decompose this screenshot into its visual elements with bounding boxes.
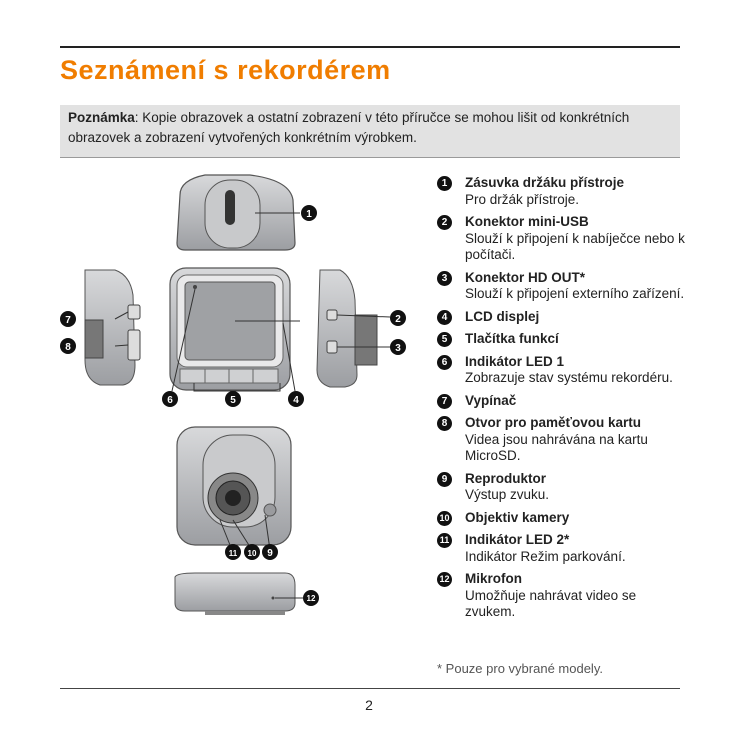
front-view — [176, 426, 292, 551]
top-view — [176, 174, 300, 251]
number-badge: 9 — [437, 471, 452, 487]
svg-text:4: 4 — [293, 395, 299, 406]
number-badge: 2 — [437, 215, 452, 230]
item-title: Tlačítka funkcí — [465, 331, 559, 346]
svg-text:12: 12 — [307, 594, 316, 603]
note-text: : Kopie obrazovek a ostatní zobrazení v … — [68, 110, 630, 145]
callout-10: 10 — [244, 544, 260, 560]
callout-4: 4 — [288, 391, 304, 407]
item-desc: Videa jsou nahrávána na kartu MicroSD. — [465, 431, 648, 464]
callout-7: 7 — [60, 311, 76, 327]
note-label: Poznámka — [68, 110, 135, 125]
callout-1: 1 — [301, 205, 317, 221]
callout-2: 2 — [390, 310, 406, 326]
svg-text:9: 9 — [267, 548, 273, 559]
callout-12: 12 — [303, 590, 319, 606]
svg-text:2: 2 — [395, 314, 401, 325]
list-item: 10 Objektiv kamery — [437, 510, 687, 527]
item-title: Konektor HD OUT* — [465, 269, 586, 285]
page-title: Seznámení s rekordérem — [60, 55, 391, 85]
number-badge: 1 — [437, 176, 452, 191]
callout-8: 8 — [60, 338, 76, 354]
item-title: Konektor mini-USB — [465, 214, 589, 229]
number-badge: 6 — [437, 354, 452, 370]
device-diagram: 1 2 3 4 5 6 7 8 9 10 11 12 — [60, 174, 406, 615]
svg-text:5: 5 — [230, 395, 236, 406]
number-badge: 4 — [437, 309, 452, 325]
callout-9: 9 — [262, 544, 278, 560]
left-side-view — [84, 269, 141, 386]
item-title: LCD displej — [465, 308, 540, 324]
svg-text:3: 3 — [395, 343, 401, 354]
number-badge: 11 — [437, 533, 452, 548]
item-title: Reproduktor — [465, 470, 546, 486]
bottom-view — [174, 572, 303, 615]
number-badge: 8 — [437, 416, 452, 431]
number-badge: 5 — [437, 332, 452, 347]
list-item: 7 Vypínač — [437, 393, 687, 410]
note-box: Poznámka: Kopie obrazovek a ostatní zobr… — [60, 105, 680, 158]
svg-text:8: 8 — [65, 342, 71, 353]
item-desc: Umožňuje nahrávat video se zvukem. — [465, 587, 637, 620]
number-badge: 10 — [437, 510, 452, 526]
svg-text:7: 7 — [65, 315, 71, 326]
bottom-rule — [60, 688, 680, 689]
item-title: Mikrofon — [465, 571, 522, 586]
number-badge: 3 — [437, 270, 452, 286]
item-desc: Slouží k připojení externího zařízení. — [465, 286, 685, 301]
item-title: Indikátor LED 2* — [465, 532, 570, 547]
item-title: Otvor pro paměťovou kartu — [465, 415, 641, 430]
item-desc: Pro držák přístroje. — [465, 191, 580, 207]
top-rule — [60, 46, 680, 48]
callout-6: 6 — [162, 391, 178, 407]
svg-text:6: 6 — [167, 395, 173, 406]
item-desc: Indikátor Režim parkování. — [465, 548, 626, 564]
callout-11: 11 — [225, 544, 241, 560]
svg-text:10: 10 — [248, 549, 257, 558]
item-desc: Slouží k připojení k nabíječce nebo k po… — [465, 230, 685, 263]
callout-3: 3 — [390, 339, 406, 355]
item-desc: Zobrazuje stav systému rekordéru. — [465, 370, 673, 385]
list-item: 5 Tlačítka funkcí — [437, 331, 687, 348]
item-title: Indikátor LED 1 — [465, 353, 565, 369]
right-side-view — [316, 269, 391, 388]
item-title: Zásuvka držáku přístroje — [465, 175, 625, 190]
svg-text:11: 11 — [229, 549, 238, 558]
number-badge: 7 — [437, 393, 452, 409]
number-badge: 12 — [437, 572, 452, 587]
item-title: Vypínač — [465, 392, 517, 408]
list-item: 11 Indikátor LED 2*Indikátor Režim parkov… — [437, 532, 687, 565]
list-item: 4 LCD displej — [437, 309, 687, 326]
callout-5: 5 — [225, 391, 241, 407]
footnote: * Pouze pro vybrané modely. — [437, 661, 603, 676]
svg-text:1: 1 — [306, 209, 312, 220]
rear-view — [169, 267, 300, 397]
list-item: 3 Konektor HD OUT*Slouží k připojení exte… — [437, 270, 687, 303]
page-number: 2 — [365, 697, 373, 713]
item-desc: Výstup zvuku. — [465, 487, 550, 502]
item-title: Objektiv kamery — [465, 509, 570, 525]
